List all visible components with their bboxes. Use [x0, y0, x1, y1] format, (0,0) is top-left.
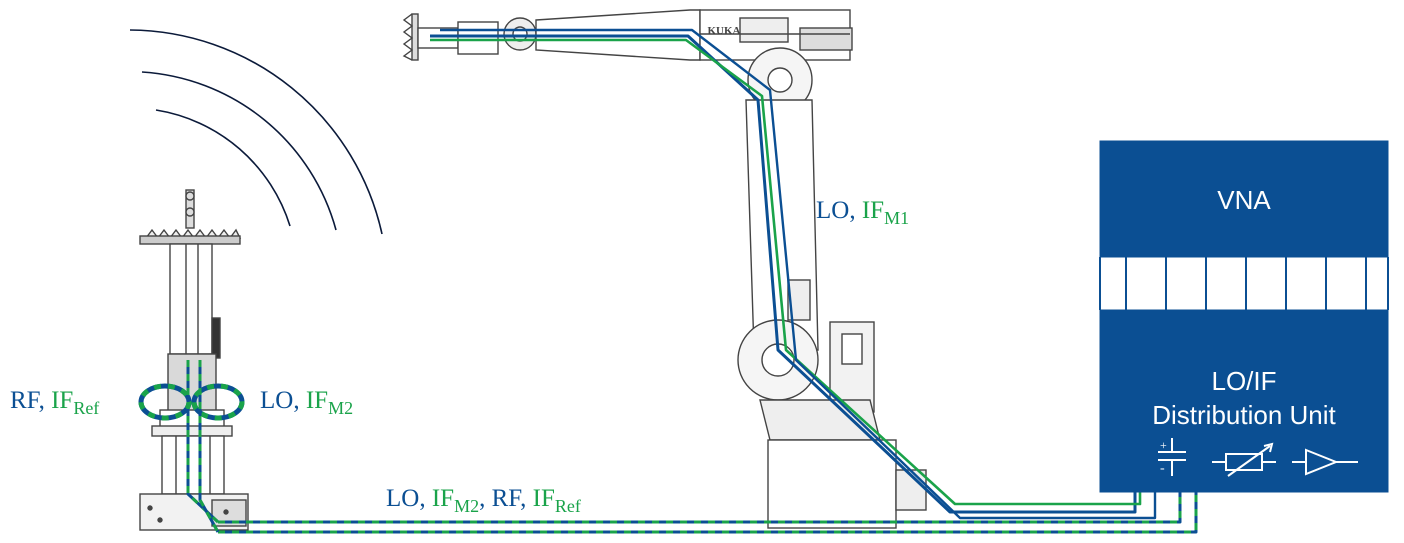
vna-connectors	[1099, 257, 1389, 310]
vna-box: VNA	[1099, 140, 1389, 258]
vna-title: VNA	[1217, 185, 1271, 215]
svg-text:+: +	[1160, 438, 1167, 452]
cable-bottom2-blue	[218, 486, 1198, 534]
distribution-title-line2: Distribution Unit	[1152, 400, 1336, 430]
probe-station-fixture	[139, 189, 249, 531]
industrial-robot-arm	[402, 9, 927, 529]
label-bottom-cable: LO, IFM2, RF, IFRef	[386, 485, 581, 516]
cable-robot-green-1	[430, 38, 1142, 506]
dc-block-icon: + -	[1158, 438, 1186, 476]
label-lo-ifm2-probe: LO, IFM2	[260, 387, 353, 418]
distribution-unit-box: LO/IF Distribution Unit + -	[1099, 309, 1389, 493]
cable-routing	[186, 28, 1198, 534]
cable-robot-blue-2	[440, 28, 1157, 520]
label-rf-ifref: RF, IFRef	[10, 387, 99, 418]
amplifier-icon	[1292, 448, 1358, 476]
robot-brand-logo: KUKA	[708, 25, 741, 37]
radiation-waves-icon	[129, 29, 383, 235]
cable-bottom-green	[218, 486, 1182, 524]
distribution-title-line1: LO/IF	[1211, 366, 1276, 396]
variable-attenuator-icon	[1212, 442, 1276, 477]
cable-bottom2-green	[218, 486, 1198, 534]
svg-text:-: -	[1160, 461, 1165, 476]
cable-robot-blue-1	[430, 34, 1137, 514]
label-lo-ifm1: LO, IFM1	[816, 197, 909, 228]
